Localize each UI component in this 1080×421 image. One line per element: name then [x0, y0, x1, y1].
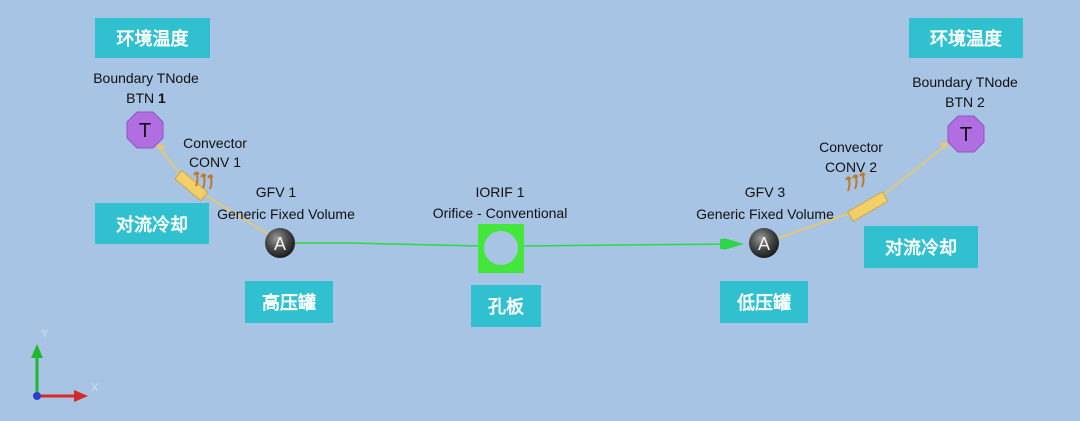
callout-env-temp-right: 环境温度	[909, 18, 1023, 58]
callout-env-temp-left: 环境温度	[95, 18, 210, 58]
flow-line-right	[522, 243, 736, 247]
arrow-head-right	[940, 142, 950, 150]
flow-arrow-icon	[724, 238, 744, 250]
volume-gfv3[interactable]: A	[749, 228, 779, 258]
volume-gfv1[interactable]: A	[265, 228, 295, 258]
heat-icon-conv1	[193, 171, 214, 190]
gfv3-id-label: GFV 3	[745, 184, 786, 200]
flow-arrow-base	[720, 239, 725, 249]
conv2-id-label: CONV 2	[825, 159, 877, 175]
callout-convection-right: 对流冷却	[864, 226, 978, 268]
volume-letter-icon: A	[274, 234, 286, 254]
btn1-name-label: Boundary TNode	[93, 70, 199, 86]
boundary-tnode-btn1[interactable]: T	[126, 111, 164, 149]
arrow-head-left	[155, 143, 166, 152]
axis-y-label: Y	[41, 328, 49, 340]
boundary-tnode-btn2[interactable]: T	[947, 115, 985, 153]
convector-conv1-bar[interactable]	[174, 169, 209, 202]
gfv1-id-label: GFV 1	[256, 184, 297, 200]
btn1-id-num: 1	[158, 90, 166, 106]
heat-icon-conv2	[845, 172, 866, 192]
conv2-name-label: Convector	[819, 139, 883, 155]
conv1-name-label: Convector	[183, 135, 247, 151]
conv1-id-label: CONV 1	[189, 154, 241, 170]
callout-convection-left: 对流冷却	[95, 203, 209, 244]
callout-orifice: 孔板	[471, 285, 541, 327]
callout-high-pressure-tank: 高压罐	[245, 281, 333, 323]
flow-line-left	[293, 242, 481, 247]
callout-low-pressure-tank: 低压罐	[720, 281, 808, 323]
btn1-id-label: BTN 1	[126, 90, 166, 106]
gfv1-type-label: Generic Fixed Volume	[217, 206, 355, 222]
iorif1-type-label: Orifice - Conventional	[433, 205, 568, 221]
convector-conv2-bar[interactable]	[846, 191, 889, 223]
btn2-id-label: BTN 2	[945, 94, 985, 110]
btn2-id-num: 2	[977, 94, 985, 110]
tnode-letter-icon: T	[960, 124, 972, 146]
volume-letter-icon: A	[758, 234, 770, 254]
iorif1-id-label: IORIF 1	[475, 184, 524, 200]
orifice-iorif1[interactable]	[478, 224, 524, 273]
btn2-id-prefix: BTN	[945, 94, 973, 110]
axis-x-label: X	[91, 382, 99, 394]
axis-triad: Y X	[31, 328, 99, 402]
tnode-letter-icon: T	[139, 120, 151, 142]
gfv3-type-label: Generic Fixed Volume	[696, 206, 834, 222]
btn2-name-label: Boundary TNode	[912, 74, 1018, 90]
btn1-id-prefix: BTN	[126, 90, 154, 106]
